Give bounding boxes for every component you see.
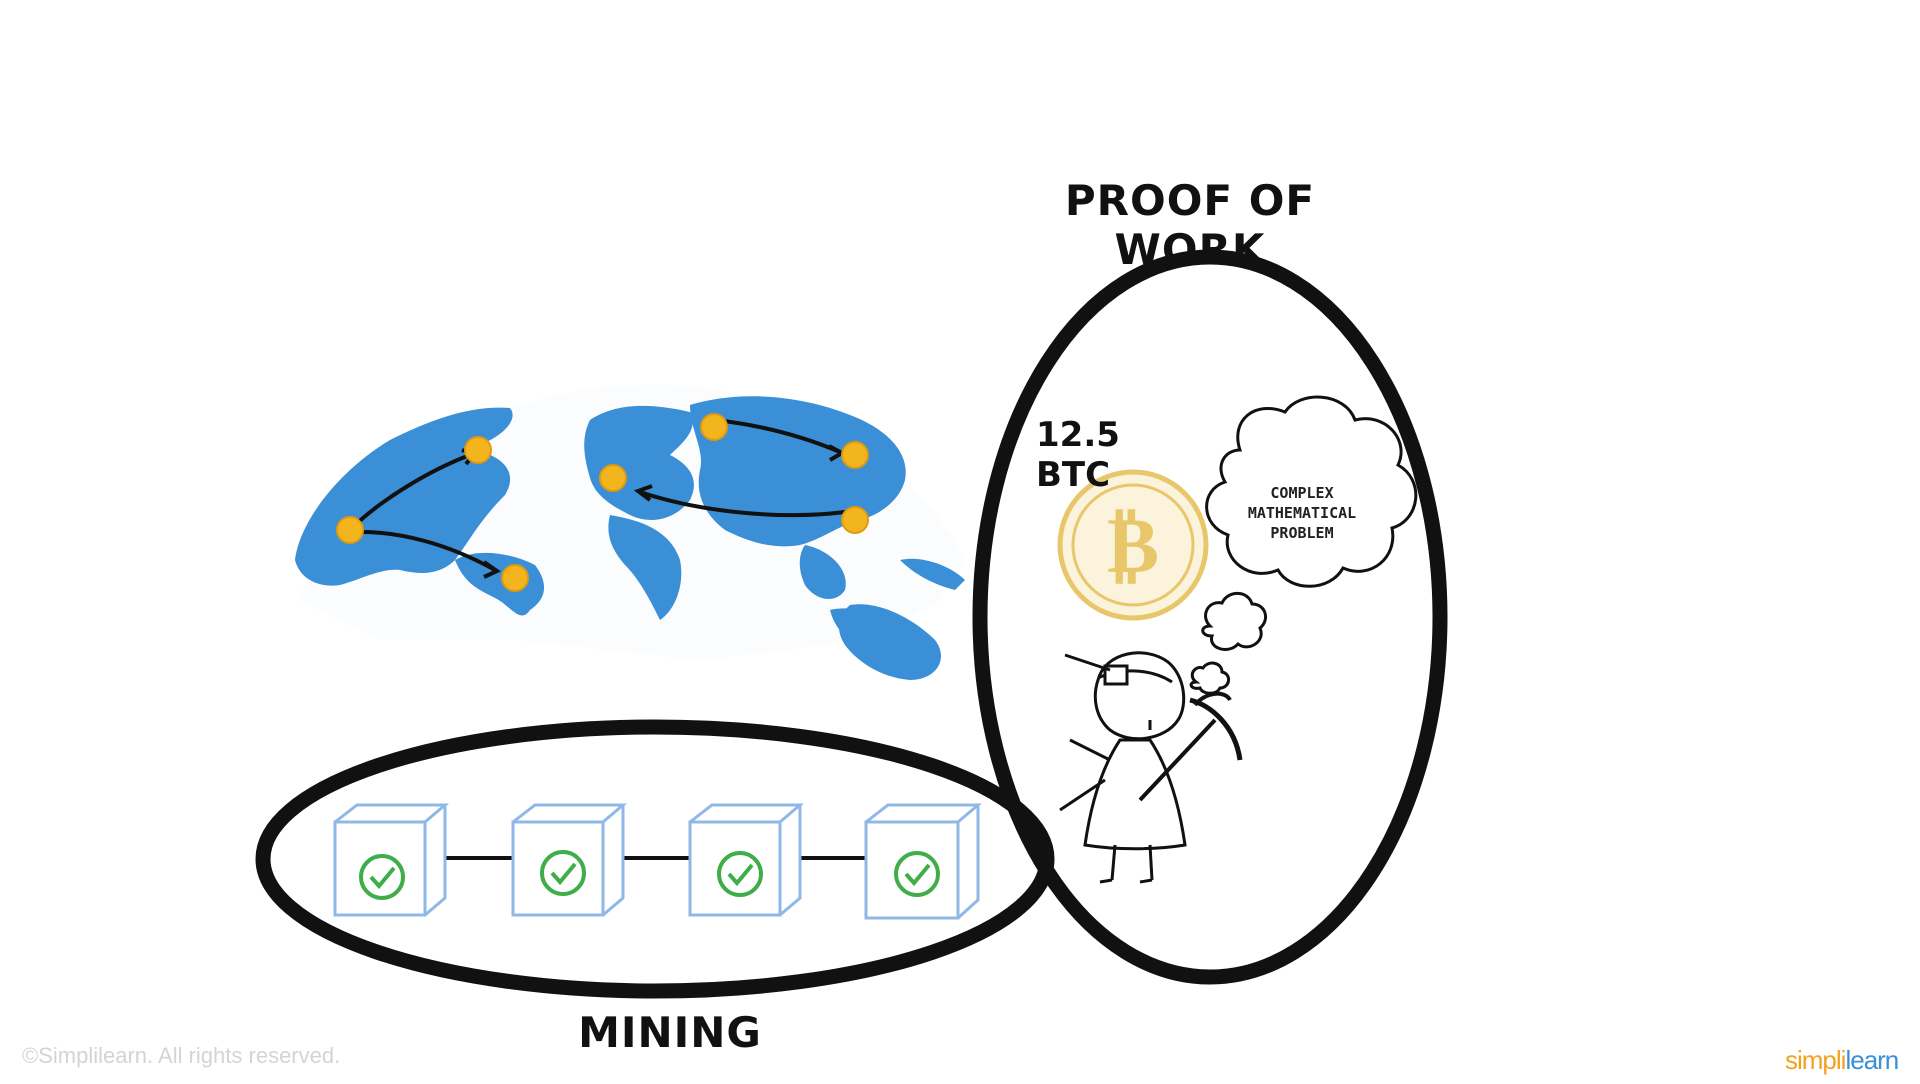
block-3 [688,803,805,917]
node-dot [841,441,869,469]
mining-ellipse [255,719,1055,999]
proof-of-work-ellipse [972,249,1448,985]
block-top [334,803,450,824]
block-top [512,803,628,824]
arrow-asia-africa [639,490,846,518]
block-face [688,820,782,917]
block-top [689,803,805,824]
brand-logo-part: learn [1845,1045,1899,1075]
reward-label: 12.5 BTC [1036,415,1120,495]
problem-label: COMPLEX MATHEMATICAL PROBLEM [1247,484,1357,542]
copyright-notice: ©Simplilearn. All rights reserved. [22,1043,341,1068]
svg-text:₿: ₿ [1107,500,1159,591]
block-face [333,820,427,917]
mining-title: MINING [578,1008,762,1057]
block-1 [333,803,450,917]
check-icon [540,850,586,896]
arrow-na-north [348,453,471,532]
block-4 [864,803,983,920]
block-face [864,820,960,920]
pickaxe-icon [1138,691,1243,802]
node-dot [501,564,529,592]
lamp-beam [1064,653,1111,672]
arrow-europe-asia [714,418,841,454]
brand-logo: simplilearn [1785,1045,1899,1076]
block-side [779,805,802,917]
check-icon [369,866,396,890]
node-dot [599,464,627,492]
brand-logo-part: simpli [1785,1045,1846,1075]
node-dot [841,506,869,534]
block-face [511,820,605,917]
globe-icon [295,384,965,680]
block-2 [511,803,628,917]
bitcoin-coin-icon: ₿ [1057,469,1209,621]
helmet-lamp [1103,664,1129,686]
check-icon [904,863,931,887]
check-icon [894,851,940,897]
network-nodes [336,413,869,592]
block-top [865,803,983,824]
block-side [956,805,980,920]
check-icon [727,863,754,887]
arrow-head [482,560,502,579]
arrow-na-south [349,529,496,572]
check-icon [359,854,405,900]
node-dot [336,516,364,544]
block-side [424,805,447,917]
arrow-head [633,484,653,502]
check-icon [717,851,763,897]
miner-arm [1069,738,1111,762]
node-dot [464,436,492,464]
node-dot [700,413,728,441]
block-side [602,805,625,917]
check-icon [550,862,577,886]
proof-of-work-title: PROOF OF WORK [1064,176,1316,274]
miner-figure-icon [1059,651,1187,884]
miner-arm [1059,778,1106,812]
thought-cloud-icon [1189,395,1418,695]
